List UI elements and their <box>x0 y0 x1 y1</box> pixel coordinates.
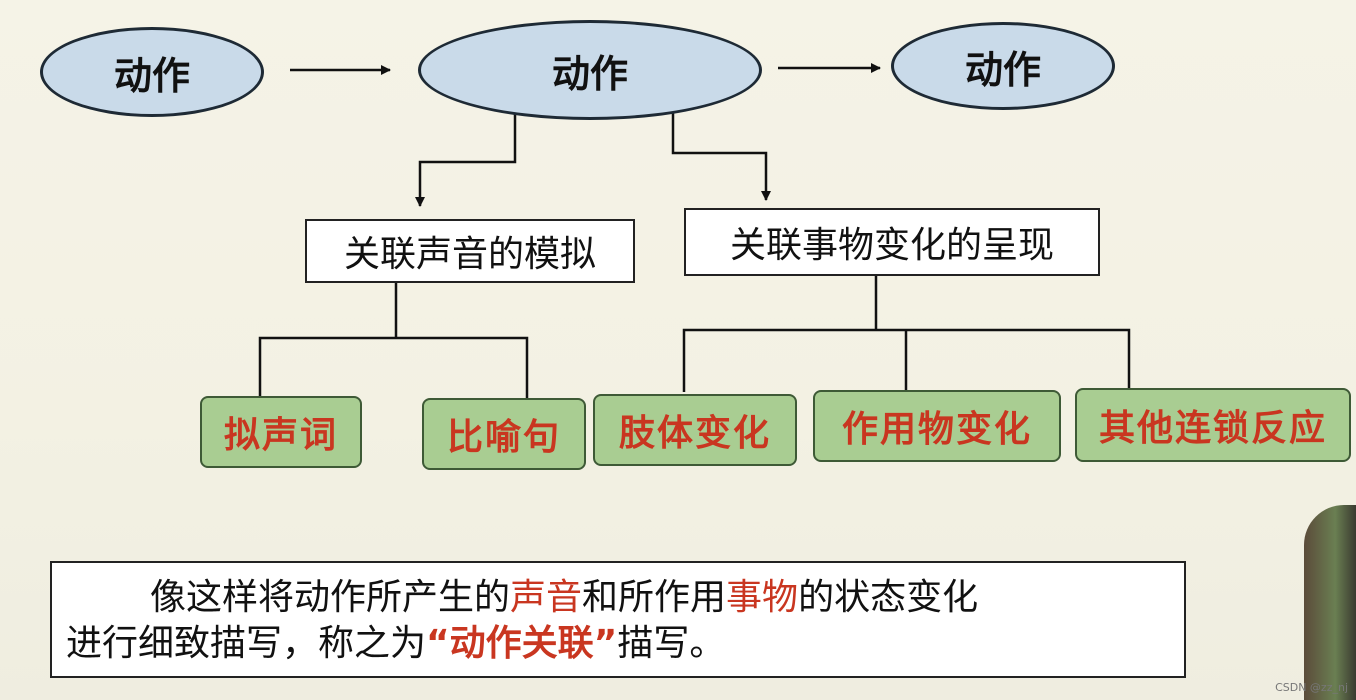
action-ellipse-1: 动作 <box>40 27 264 117</box>
summary-highlight-sound: 声音 <box>510 577 582 618</box>
simile-box: 比喻句 <box>422 398 586 470</box>
change-presentation-box: 关联事物变化的呈现 <box>684 208 1100 276</box>
arrow-to-change <box>673 104 766 200</box>
summary-text: 的状态变化 <box>798 577 978 618</box>
summary-box: 像这样将动作所产生的声音和所作用事物的状态变化 进行细致描写，称之为“动作关联”… <box>50 561 1186 678</box>
watermark: CSDN @zz_nj <box>1275 681 1348 694</box>
object-change-box: 作用物变化 <box>813 390 1061 462</box>
arrow-to-sound <box>420 112 515 206</box>
summary-line-1: 像这样将动作所产生的声音和所作用事物的状态变化 <box>66 575 1174 621</box>
summary-text: 进行细致描写，称之为 <box>66 623 426 664</box>
onomatopoeia-box: 拟声词 <box>200 396 362 468</box>
action-ellipse-3: 动作 <box>891 22 1115 110</box>
sound-simulation-box: 关联声音的模拟 <box>305 219 635 283</box>
tree-sound-bar <box>260 338 527 398</box>
summary-text: 和所作用 <box>582 577 726 618</box>
summary-line-2: 进行细致描写，称之为“动作关联”描写。 <box>66 621 1174 667</box>
presenter-figure <box>1304 505 1356 700</box>
limb-change-box: 肢体变化 <box>593 394 797 466</box>
summary-term: “动作关联” <box>426 623 617 664</box>
action-ellipse-2: 动作 <box>418 20 762 120</box>
chain-reaction-box: 其他连锁反应 <box>1075 388 1351 462</box>
summary-text: 描写。 <box>617 623 725 664</box>
summary-highlight-object: 事物 <box>726 577 798 618</box>
summary-text: 像这样将动作所产生的 <box>150 577 510 618</box>
